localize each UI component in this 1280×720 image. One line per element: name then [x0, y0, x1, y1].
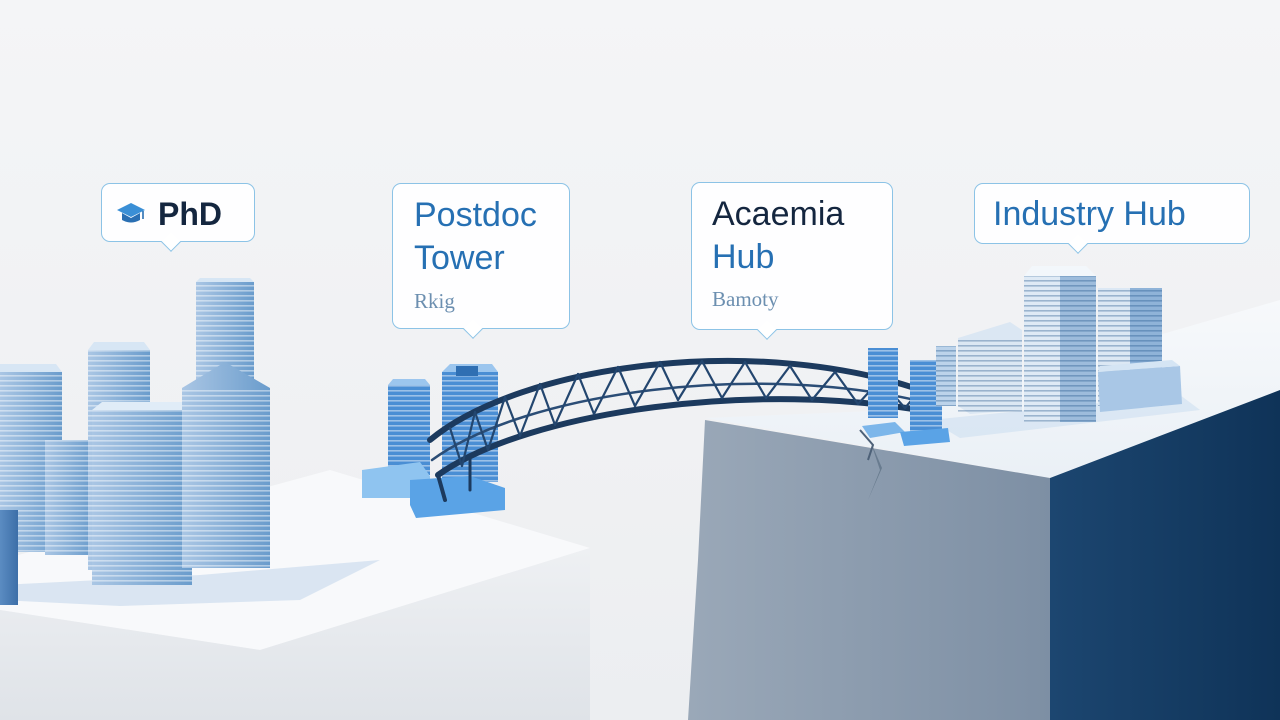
building [45, 440, 93, 555]
industry-hub-label: Industry Hub [993, 195, 1186, 233]
building [388, 379, 430, 475]
academia-hub-buildings [862, 346, 956, 446]
building [92, 402, 192, 585]
academia-hub-title-line1: Acaemia [712, 195, 845, 233]
left-city [0, 278, 270, 605]
postdoc-tower-title-line1: Postdoc [414, 196, 537, 234]
building [868, 348, 898, 418]
bridge [427, 357, 938, 502]
building [936, 346, 956, 406]
phd-label-callout: PhD [101, 183, 255, 252]
building [1024, 266, 1096, 422]
academia-hub-subtitle: Bamoty [712, 287, 779, 311]
building [182, 362, 270, 568]
building [958, 322, 1022, 414]
industry-hub-buildings [958, 266, 1182, 422]
postdoc-tower-label-callout: Postdoc Tower Rkig [392, 183, 570, 339]
phd-label: PhD [158, 196, 222, 232]
academia-hub-label-callout: Acaemia Hub Bamoty [691, 182, 893, 340]
building [0, 510, 18, 605]
postdoc-tower-title-line2: Tower [414, 239, 505, 277]
graduation-cap-icon [116, 201, 146, 229]
postdoc-tower-subtitle: Rkig [414, 289, 455, 313]
academia-hub-title-line2: Hub [712, 238, 775, 276]
industry-hub-label-callout: Industry Hub [974, 183, 1250, 254]
